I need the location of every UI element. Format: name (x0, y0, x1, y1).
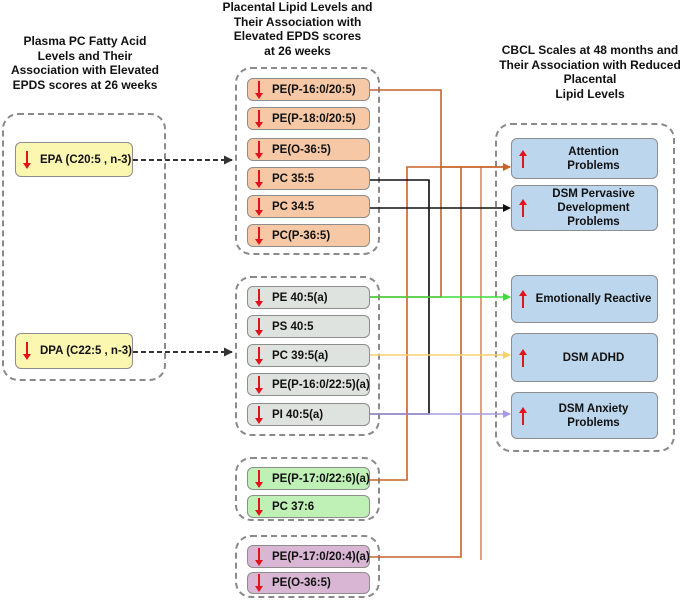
cbcl-item-label: Development Problems (557, 202, 630, 228)
placental-item-label: PE 40:5(a) (272, 291, 328, 304)
placental-heading: Placental Lipid Levels and Their Associa… (215, 0, 380, 58)
arrow-down-icon (252, 79, 266, 100)
orange-connector (370, 166, 510, 481)
orange-connector (370, 89, 511, 171)
placental-item-label: PC 35:5 (272, 172, 315, 185)
placental-item-label: PC(P-36:5) (272, 229, 331, 242)
placental-item-label: PE(O-36:5) (272, 577, 331, 589)
placental-item: PE(P-18:0/20:5) (247, 107, 370, 130)
arrow-down-icon (252, 404, 266, 425)
cbcl-item-label: Problems (567, 159, 620, 172)
cbcl-item-label: DSM Anxiety (558, 402, 629, 415)
placental-item-label: PI 40:5(a) (272, 408, 324, 421)
cbcl-item-label: Problems (567, 416, 620, 429)
arrow-down-icon (252, 546, 266, 567)
placental-item: PE(P-16:0/20:5) (247, 78, 370, 101)
cbcl-item-label: DSM Pervasive (552, 188, 635, 200)
placental-item: PC 35:5 (247, 167, 370, 190)
placental-heading-line: Their Association with (233, 14, 362, 29)
placental-item: PC(P-36:5) (247, 224, 370, 247)
plasma-item-epa: EPA (C20:5 , n-3) (15, 142, 133, 177)
cbcl-group (495, 123, 675, 452)
arrow-down-icon (252, 345, 266, 366)
arrow-down-icon (252, 287, 266, 308)
placental-item-label: PC 34:5 (272, 200, 315, 213)
arrow-down-icon (252, 573, 266, 593)
arrow-up-icon (516, 139, 530, 178)
cbcl-item-label: Attention (568, 145, 619, 158)
arrow-down-icon (252, 108, 266, 129)
placental-item-label: PE(O-36:5) (272, 143, 331, 156)
placental-item: PI 40:5(a) (247, 403, 370, 426)
cbcl-heading-line: Their Association with Reduced (499, 57, 681, 72)
orange-connector (370, 167, 442, 298)
placental-item: PC 37:6 (247, 495, 370, 518)
placental-item-label: PE(P-16:0/22:5)(a) (272, 378, 370, 391)
placental-item: PE 40:5(a) (247, 286, 370, 309)
placental-item: PE(O-36:5) (247, 572, 370, 594)
placental-group-gray (235, 276, 380, 436)
placental-item-label: PE(P-17:0/22:6)(a) (272, 472, 370, 485)
plasma-item-label: EPA (C20:5 , n-3) (40, 153, 132, 166)
arrow-down-icon (252, 496, 266, 517)
cbcl-item-adhd: DSM ADHD (511, 333, 658, 382)
cbcl-heading-line: Placental (563, 72, 617, 86)
cbcl-heading-line: CBCL Scales at 48 months and (501, 43, 679, 57)
placental-item-label: PE(P-16:0/20:5) (272, 83, 356, 96)
cbcl-item-emotionally-reactive: Emotionally Reactive (511, 275, 658, 323)
placental-item: PE(O-36:5) (247, 138, 370, 161)
cbcl-heading: CBCL Scales at 48 months and Their Assoc… (495, 43, 685, 101)
placental-item-label: PE(P-17:0/20:4)(a) (272, 550, 370, 563)
placental-heading-line: Placental Lipid Levels and (222, 0, 373, 14)
orange-connector (370, 167, 462, 558)
plasma-heading-line: EPDS scores at 26 weeks (12, 77, 158, 92)
plasma-group (2, 113, 166, 381)
placental-item: PC 39:5(a) (247, 344, 370, 367)
placental-item-label: PC 37:6 (272, 500, 315, 513)
placental-item-label: PC 39:5(a) (272, 349, 329, 362)
plasma-heading-line: Plasma PC Fatty Acid (23, 34, 147, 48)
plasma-item-label: DPA (C22:5 , n-3) (40, 345, 133, 357)
arrow-up-icon (516, 186, 530, 230)
placental-heading-line: at 26 weeks (264, 43, 331, 58)
arrow-down-icon (252, 225, 266, 246)
placental-group-green (235, 457, 380, 521)
arrow-down-icon (252, 316, 266, 337)
placental-group-purple (235, 535, 380, 598)
placental-group-orange (235, 67, 380, 255)
arrow-down-icon (252, 374, 266, 395)
arrow-down-icon (20, 334, 34, 368)
placental-item-label: PE(P-18:0/20:5) (272, 112, 356, 125)
placental-item: PE(P-17:0/20:4)(a) (247, 545, 370, 568)
arrow-up-icon (516, 393, 530, 438)
plasma-heading-line: Association with Elevated (10, 63, 160, 77)
placental-item-label: PS 40:5 (272, 320, 314, 333)
arrow-up-icon (516, 334, 530, 381)
arrow-up-icon (516, 276, 530, 322)
cbcl-heading-line: Lipid Levels (555, 86, 625, 101)
plasma-item-dpa: DPA (C22:5 , n-3) (15, 333, 133, 369)
arrow-down-icon (252, 168, 266, 189)
arrow-down-icon (252, 196, 266, 217)
arrow-down-icon (252, 139, 266, 160)
cbcl-item-label: DSM ADHD (562, 351, 625, 364)
placental-item: PC 34:5 (247, 195, 370, 218)
placental-item: PS 40:5 (247, 315, 370, 338)
cbcl-item-label: Emotionally Reactive (535, 293, 652, 305)
arrow-down-icon (20, 143, 34, 176)
arrow-down-icon (252, 468, 266, 489)
placental-heading-line: Elevated EPDS scores (233, 29, 362, 43)
plasma-heading-line: Levels and Their (37, 48, 133, 63)
plasma-heading: Plasma PC Fatty Acid Levels and Their As… (0, 34, 170, 92)
placental-item: PE(P-16:0/22:5)(a) (247, 373, 370, 396)
placental-item: PE(P-17:0/22:6)(a) (247, 467, 370, 490)
